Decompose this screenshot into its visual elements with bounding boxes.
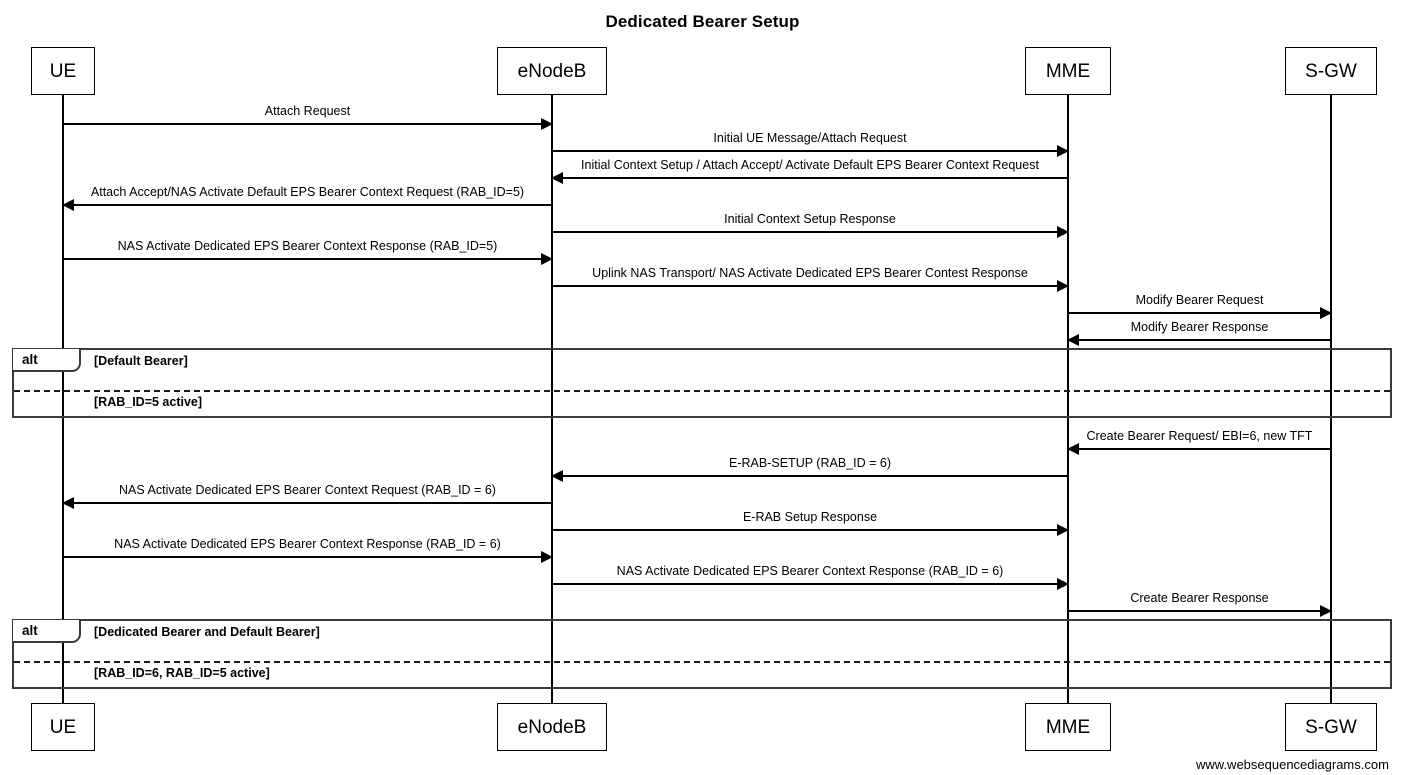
fragment-guard-condition: [Default Bearer] — [94, 354, 188, 368]
fragment-guard-condition: [RAB_ID=5 active] — [94, 395, 203, 409]
participant-footer-mme[interactable]: MME — [1025, 703, 1111, 751]
participant-label: UE — [49, 60, 77, 82]
message-shaft — [552, 177, 1068, 179]
credit-watermark: www.websequencediagrams.com — [1196, 757, 1389, 772]
arrowhead-left-icon — [62, 496, 74, 509]
message-shaft — [552, 475, 1068, 477]
arrowhead-right-icon — [541, 550, 553, 563]
arrowhead-right-icon — [1057, 144, 1069, 157]
message-label: Modify Bearer Request — [1135, 293, 1264, 308]
participant-label: eNodeB — [517, 60, 587, 82]
alt-fragment: alt [Dedicated Bearer and Default Bearer]… — [12, 619, 1392, 689]
message-shaft — [1068, 339, 1331, 341]
participant-header-mme[interactable]: MME — [1025, 47, 1111, 95]
message-label: NAS Activate Dedicated EPS Bearer Contex… — [119, 483, 496, 498]
arrowhead-left-icon — [1067, 442, 1079, 455]
participant-label: MME — [1045, 60, 1091, 82]
lifeline-ue — [62, 95, 64, 703]
fragment-operator-label: alt — [22, 352, 38, 367]
lifeline-mme — [1067, 95, 1069, 703]
message-label: Modify Bearer Response — [1130, 320, 1269, 335]
message-label: Initial UE Message/Attach Request — [713, 131, 907, 146]
arrowhead-left-icon — [551, 469, 563, 482]
fragment-operator-tab: alt — [13, 349, 81, 372]
arrowhead-left-icon — [62, 198, 74, 211]
message-shaft — [1068, 610, 1331, 612]
message-label: Uplink NAS Transport/ NAS Activate Dedic… — [592, 266, 1028, 281]
arrowhead-left-icon — [551, 171, 563, 184]
participant-header-s-gw[interactable]: S-GW — [1285, 47, 1377, 95]
participant-header-enodeb[interactable]: eNodeB — [497, 47, 607, 95]
arrowhead-right-icon — [1057, 279, 1069, 292]
page-title: Dedicated Bearer Setup — [605, 12, 800, 31]
participant-footer-enodeb[interactable]: eNodeB — [497, 703, 607, 751]
arrowhead-right-icon — [1057, 225, 1069, 238]
fragment-guard-condition: [RAB_ID=6, RAB_ID=5 active] — [94, 666, 270, 680]
participant-label: eNodeB — [517, 716, 587, 738]
participant-label: S-GW — [1305, 716, 1357, 738]
arrowhead-right-icon — [1057, 577, 1069, 590]
fragment-operator-tab: alt — [13, 620, 81, 643]
arrowhead-right-icon — [541, 117, 553, 130]
message-shaft — [63, 123, 552, 125]
message-label: NAS Activate Dedicated EPS Bearer Contex… — [117, 239, 498, 254]
message-label: Initial Context Setup / Attach Accept/ A… — [581, 158, 1039, 173]
arrowhead-left-icon — [1067, 333, 1079, 346]
participant-header-ue[interactable]: UE — [31, 47, 95, 95]
arrowhead-right-icon — [1057, 523, 1069, 536]
arrowhead-right-icon — [541, 252, 553, 265]
participant-footer-ue[interactable]: UE — [31, 703, 95, 751]
message-shaft — [552, 231, 1068, 233]
message-shaft — [552, 529, 1068, 531]
fragment-divider — [14, 661, 1390, 663]
message-shaft — [552, 150, 1068, 152]
message-label: E-RAB-SETUP (RAB_ID = 6) — [729, 456, 891, 471]
message-shaft — [1068, 448, 1331, 450]
message-label: Create Bearer Response — [1130, 591, 1269, 606]
message-label: Initial Context Setup Response — [724, 212, 896, 227]
lifeline-enodeb — [551, 95, 553, 703]
message-shaft — [63, 502, 552, 504]
fragment-operator-label: alt — [22, 623, 38, 638]
participant-footer-s-gw[interactable]: S-GW — [1285, 703, 1377, 751]
fragment-guard-condition: [Dedicated Bearer and Default Bearer] — [94, 625, 320, 639]
message-shaft — [63, 258, 552, 260]
message-shaft — [552, 285, 1068, 287]
participant-label: MME — [1045, 716, 1091, 738]
message-label: Create Bearer Request/ EBI=6, new TFT — [1086, 429, 1313, 444]
message-label: NAS Activate Dedicated EPS Bearer Contex… — [114, 537, 501, 552]
fragment-divider — [14, 390, 1390, 392]
message-shaft — [63, 204, 552, 206]
message-label: E-RAB Setup Response — [742, 510, 878, 525]
alt-fragment: alt [Default Bearer] [RAB_ID=5 active] — [12, 348, 1392, 418]
message-label: NAS Activate Dedicated EPS Bearer Contex… — [616, 564, 1004, 579]
message-shaft — [552, 583, 1068, 585]
message-label: Attach Request — [264, 104, 351, 119]
message-shaft — [63, 556, 552, 558]
message-label: Attach Accept/NAS Activate Default EPS B… — [90, 185, 525, 200]
participant-label: S-GW — [1305, 60, 1357, 82]
arrowhead-right-icon — [1320, 604, 1332, 617]
arrowhead-right-icon — [1320, 306, 1332, 319]
message-shaft — [1068, 312, 1331, 314]
lifeline-s-gw — [1330, 95, 1332, 703]
participant-label: UE — [49, 716, 77, 738]
